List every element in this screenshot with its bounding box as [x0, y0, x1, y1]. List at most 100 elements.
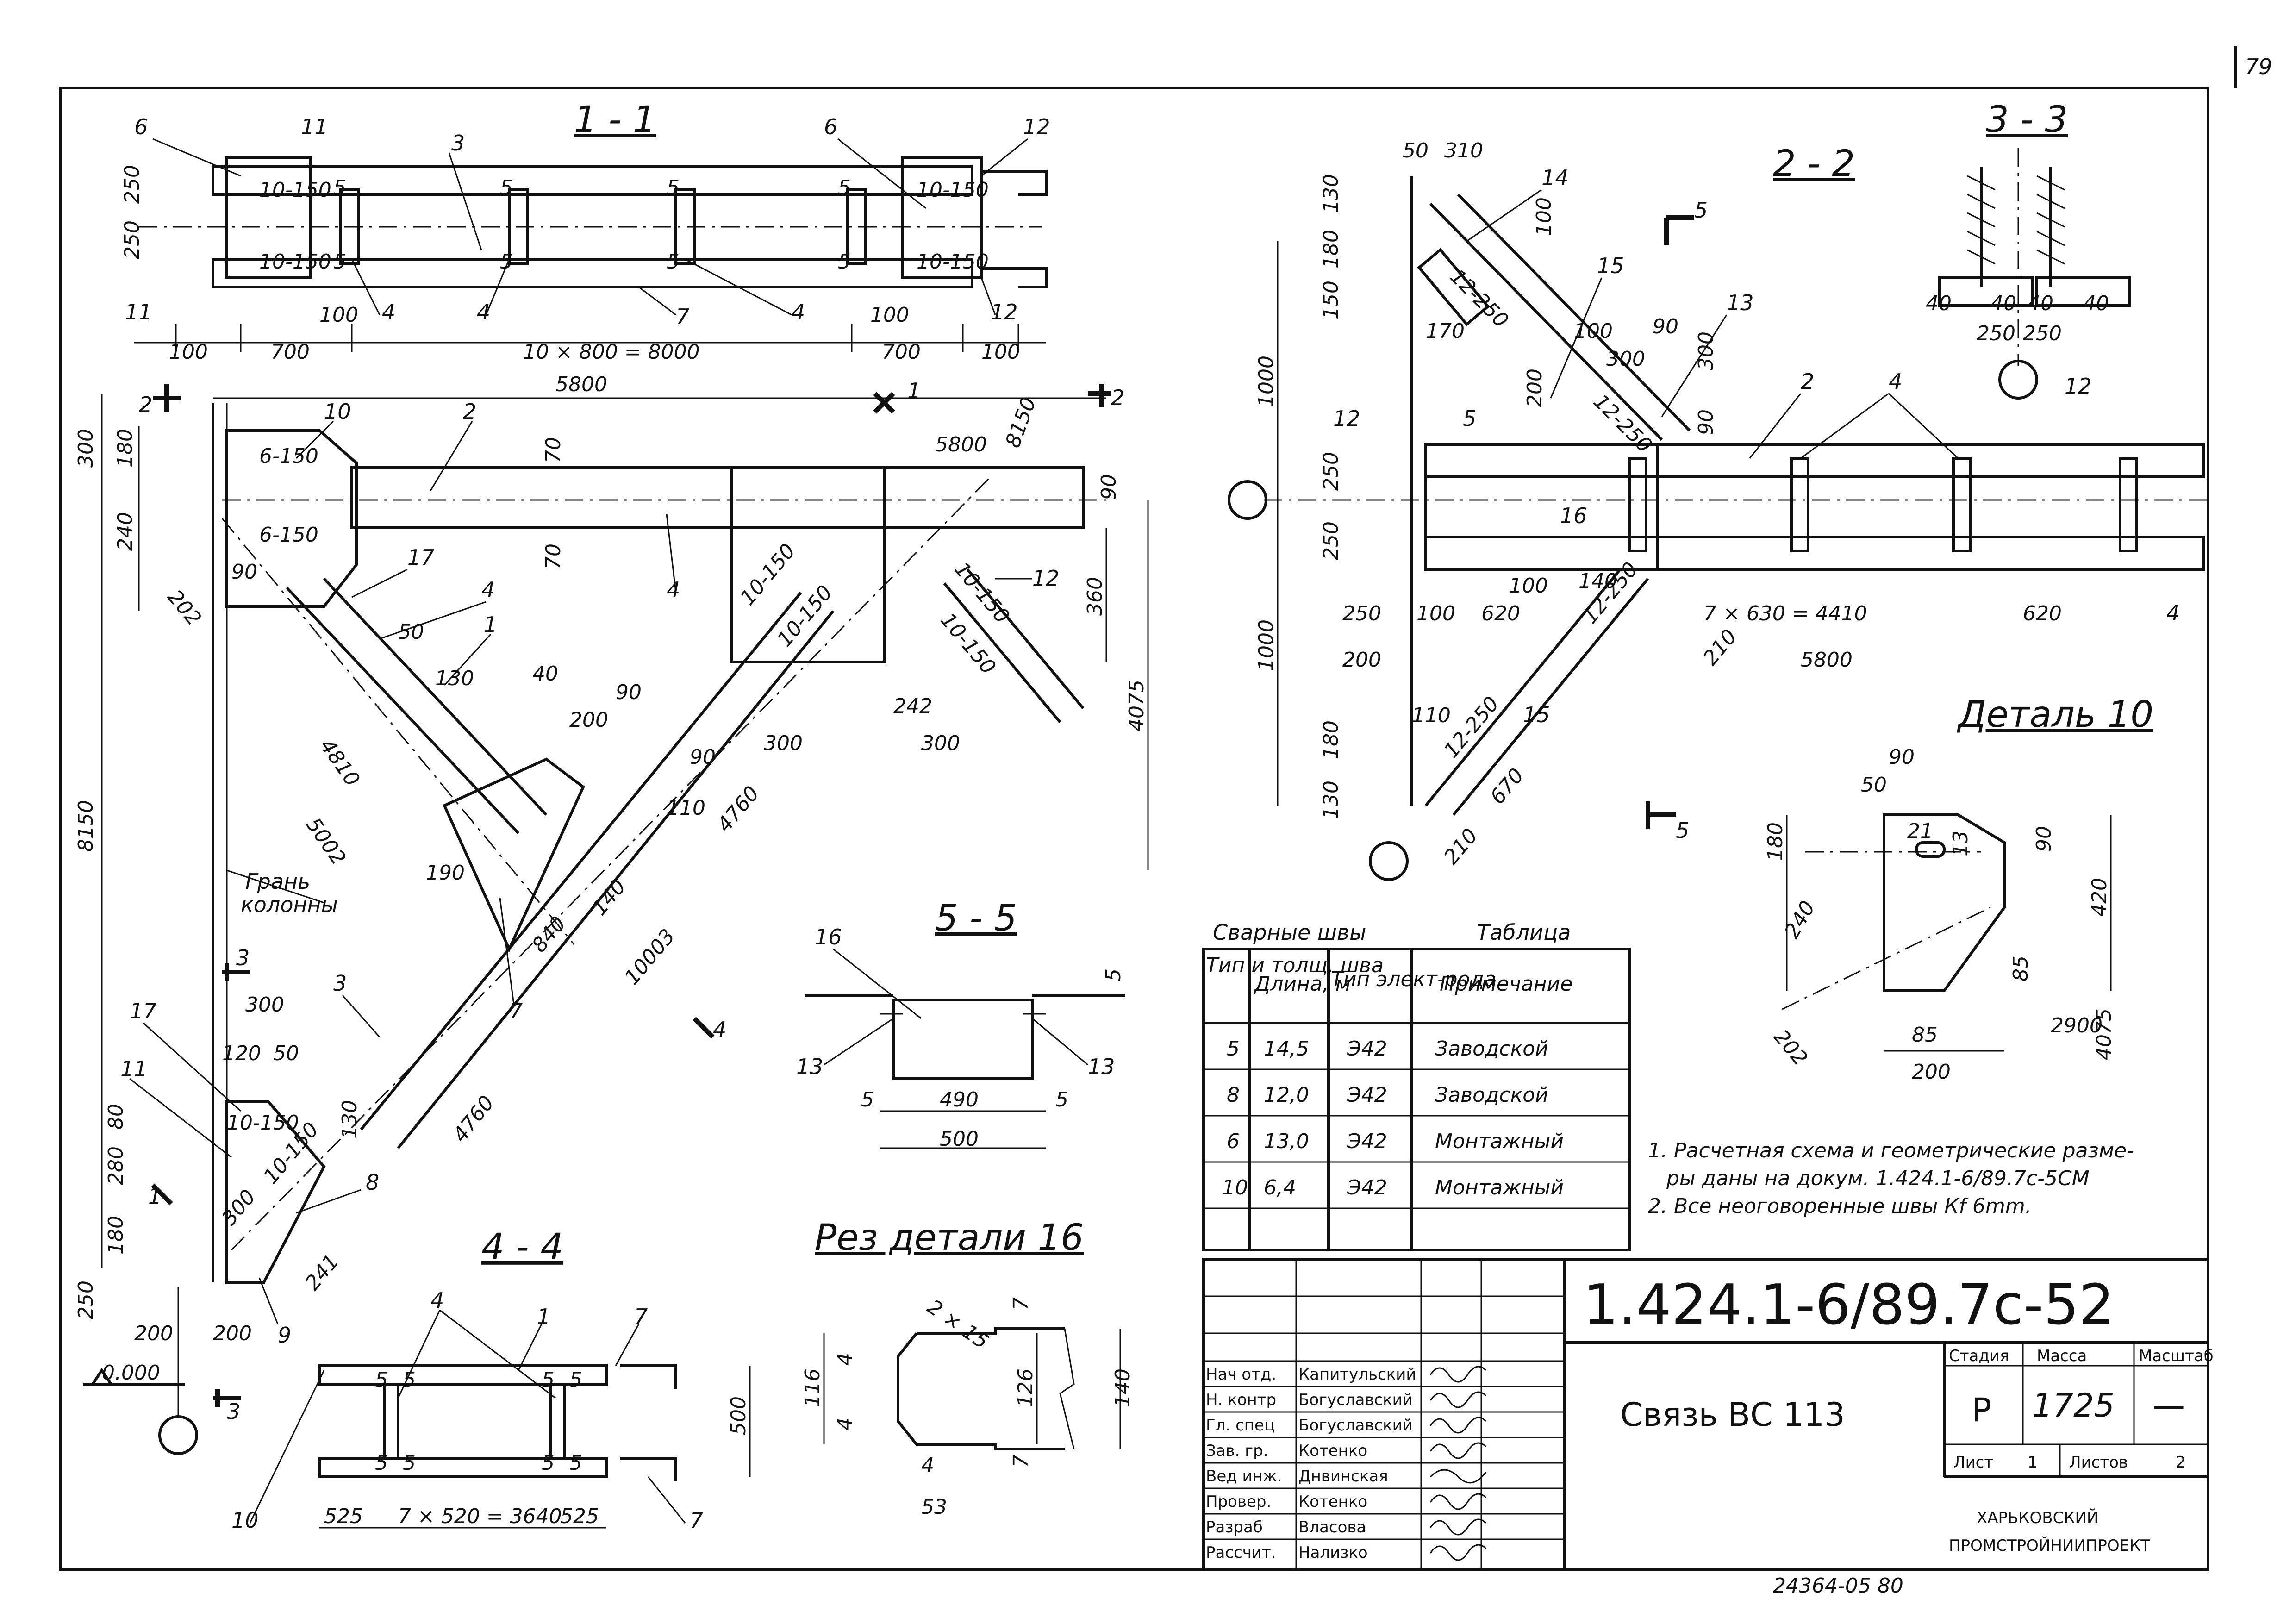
s11-dim-a: 100	[169, 340, 208, 364]
d10-dim-2900: 2900	[2051, 1014, 2103, 1037]
s11-dim-e: 100	[981, 340, 1020, 364]
weld-row-1-type: 8	[1227, 1083, 1240, 1107]
weld-row-0-note: Заводской	[1435, 1037, 1548, 1061]
s44-pos-1: 1	[537, 1304, 550, 1329]
weld-col-note: Примечание	[1440, 972, 1572, 996]
main-dim-120: 120	[222, 1042, 261, 1065]
main-dim-300d: 300	[217, 1185, 260, 1230]
s44-pos-7a: 7	[634, 1304, 648, 1329]
s11-dim-h: 250	[120, 165, 144, 204]
s33-dim-e: 250	[1977, 322, 2015, 345]
main-dim-190: 190	[426, 861, 465, 885]
archive-number: 24364-05 80	[1773, 1574, 1903, 1598]
weld-row-2-electrode: Э42	[1347, 1130, 1387, 1153]
section-4-4: 4 - 4 525 7 × 520 = 3640 525 500 4 1 7 1…	[231, 1226, 751, 1533]
s22-dim-1000a: 1000	[1254, 356, 1278, 407]
column-face-label-1: Грань	[245, 869, 310, 894]
s22-pos-14: 14	[1541, 165, 1569, 190]
main-dim-300: 300	[74, 429, 98, 468]
s44-mark-e: 5	[375, 1451, 388, 1475]
d10-dim-4075: 4075	[2092, 1008, 2116, 1060]
s11-pos-3: 3	[451, 131, 465, 156]
note-line-3: 2. Все неоговоренные швы Кf 6mm.	[1648, 1194, 2032, 1218]
org-line-2: ПРОМСТРОЙНИИПРОЕКТ	[1949, 1536, 2150, 1555]
d10-dim-180: 180	[1764, 822, 1787, 861]
s11-weld-d: 10-150	[917, 250, 989, 274]
main-dim-250: 250	[74, 1280, 98, 1319]
s44-dim-b: 7 × 520 = 3640	[398, 1505, 562, 1528]
s22-dim-200b: 200	[1342, 648, 1381, 672]
s22-dim-620a: 620	[1481, 602, 1520, 625]
sheet-value: 1	[2028, 1453, 2038, 1472]
cut-mark-3b: 3	[227, 1399, 240, 1424]
weld-col-type: Тип и толщ. шва	[1206, 954, 1384, 977]
main-weld-g: 10-150	[227, 1111, 299, 1135]
main-pos-8: 8	[366, 1170, 379, 1195]
stage-label: Стадия	[1949, 1347, 2009, 1365]
general-notes: 1. Расчетная схема и геометрические разм…	[1648, 1139, 2134, 1218]
s22-dim-210a: 210	[1698, 625, 1741, 670]
s11-pos-12a: 12	[1023, 114, 1050, 139]
weld-row-2-note: Монтажный	[1435, 1130, 1564, 1153]
s44-dim-a: 525	[324, 1505, 363, 1528]
main-pos-7: 7	[509, 999, 523, 1024]
weld-col-electrode: Тип элект-рода	[1331, 968, 1497, 991]
s22-pos-16: 16	[1560, 503, 1587, 528]
main-dim-110: 110	[667, 796, 705, 820]
main-dim-50a: 50	[398, 620, 424, 644]
weld-col-length: Длина, м	[1254, 972, 1351, 996]
weld-row-0-type: 5	[1227, 1037, 1240, 1061]
name-4: Днвинская	[1298, 1467, 1388, 1486]
sheet-label: Лист	[1953, 1453, 1993, 1472]
main-dim-140: 140	[587, 875, 630, 920]
s11-weld-c: 10-150	[917, 178, 989, 202]
main-pos-1: 1	[484, 612, 497, 637]
weld-row-2-length: 13,0	[1264, 1130, 1309, 1153]
cut16-dim-g: 4	[921, 1454, 934, 1477]
d10-dim-202: 202	[1769, 1025, 1812, 1070]
s33-dim-c: 40	[2028, 292, 2053, 315]
s22-dim-150: 150	[1319, 281, 1343, 319]
s22-dim-100a: 100	[1532, 197, 1556, 236]
s22-dim-180: 180	[1319, 230, 1343, 269]
s44-mark-f: 5	[403, 1451, 416, 1475]
main-dim-200: 200	[569, 708, 608, 732]
d10-dim-21: 21	[1907, 819, 1933, 843]
note-line-1: 1. Расчетная схема и геометрические разм…	[1648, 1139, 2134, 1162]
d10-dim-200: 200	[1912, 1060, 1951, 1084]
s44-pos-7b: 7	[690, 1508, 703, 1533]
name-3: Котенко	[1298, 1442, 1367, 1460]
main-dim-242: 242	[893, 694, 932, 718]
main-pos-3: 3	[333, 971, 347, 996]
s11-pos-4a: 4	[382, 300, 395, 325]
d10-dim-240: 240	[1780, 897, 1820, 942]
main-pos-17b: 17	[130, 999, 157, 1024]
s44-mark-d: 5	[569, 1368, 582, 1392]
s44-mark-a: 5	[375, 1368, 388, 1392]
s22-dim-100b: 100	[1574, 319, 1613, 343]
cut-mark-4: 4	[713, 1017, 726, 1042]
weld-row-1-note: Заводской	[1435, 1083, 1548, 1107]
detail-10: Деталь 10 90 50 21 13 90 180 240 420 85 …	[1764, 694, 2153, 1084]
main-dim-240: 240	[113, 512, 137, 551]
main-dim-40: 40	[532, 662, 558, 686]
s22-dim-140: 140	[1578, 569, 1617, 593]
cut-mark-3a: 3	[236, 945, 250, 970]
s11-pos-11b: 11	[125, 300, 152, 325]
s33-dim-b: 40	[1990, 292, 2016, 315]
s22-cut-5a: 5	[1694, 198, 1708, 223]
s11-mark-g: 5	[667, 250, 680, 274]
main-dim-300b: 300	[921, 731, 960, 755]
main-dim-5800: 5800	[555, 373, 607, 396]
s22-pos-12b: 12	[2065, 374, 2092, 399]
s11-mark-f: 5	[500, 250, 513, 274]
s22-dim-670: 670	[1485, 764, 1529, 809]
s11-pos-6b: 6	[824, 114, 837, 139]
main-dim-70b: 70	[542, 543, 565, 569]
s22-dim-100c: 100	[1416, 602, 1455, 625]
cut-16-title: Рез детали 16	[815, 1217, 1084, 1259]
sheet-number: 79	[2245, 54, 2272, 79]
main-dim-200b: 200	[213, 1322, 252, 1345]
s44-pos-4: 4	[430, 1288, 444, 1313]
